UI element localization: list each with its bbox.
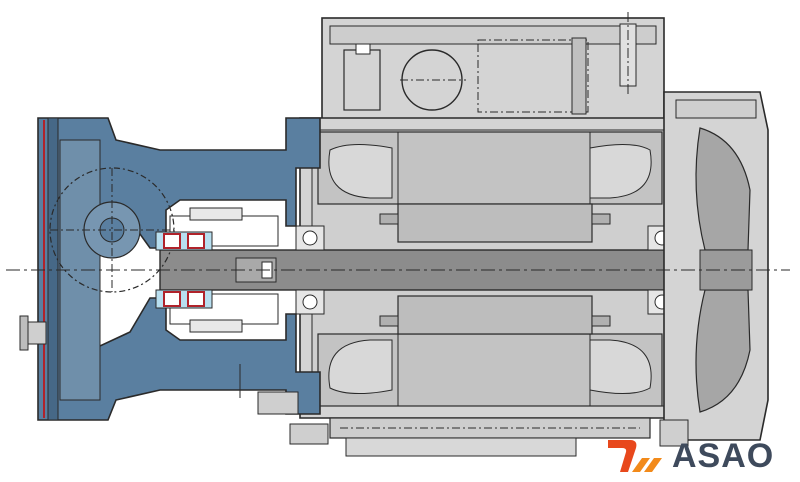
flange-bolts bbox=[19, 315, 329, 445]
mechanical-seals bbox=[155, 231, 213, 309]
terminal-box bbox=[321, 12, 665, 129]
stator-windings bbox=[317, 131, 663, 407]
fan-cover bbox=[659, 91, 769, 447]
brand-name: ASAO bbox=[672, 437, 775, 475]
rotor bbox=[379, 203, 611, 335]
brand-mark-icon bbox=[608, 440, 662, 472]
impeller bbox=[49, 167, 175, 293]
brand-logo: ASAO bbox=[602, 434, 798, 478]
